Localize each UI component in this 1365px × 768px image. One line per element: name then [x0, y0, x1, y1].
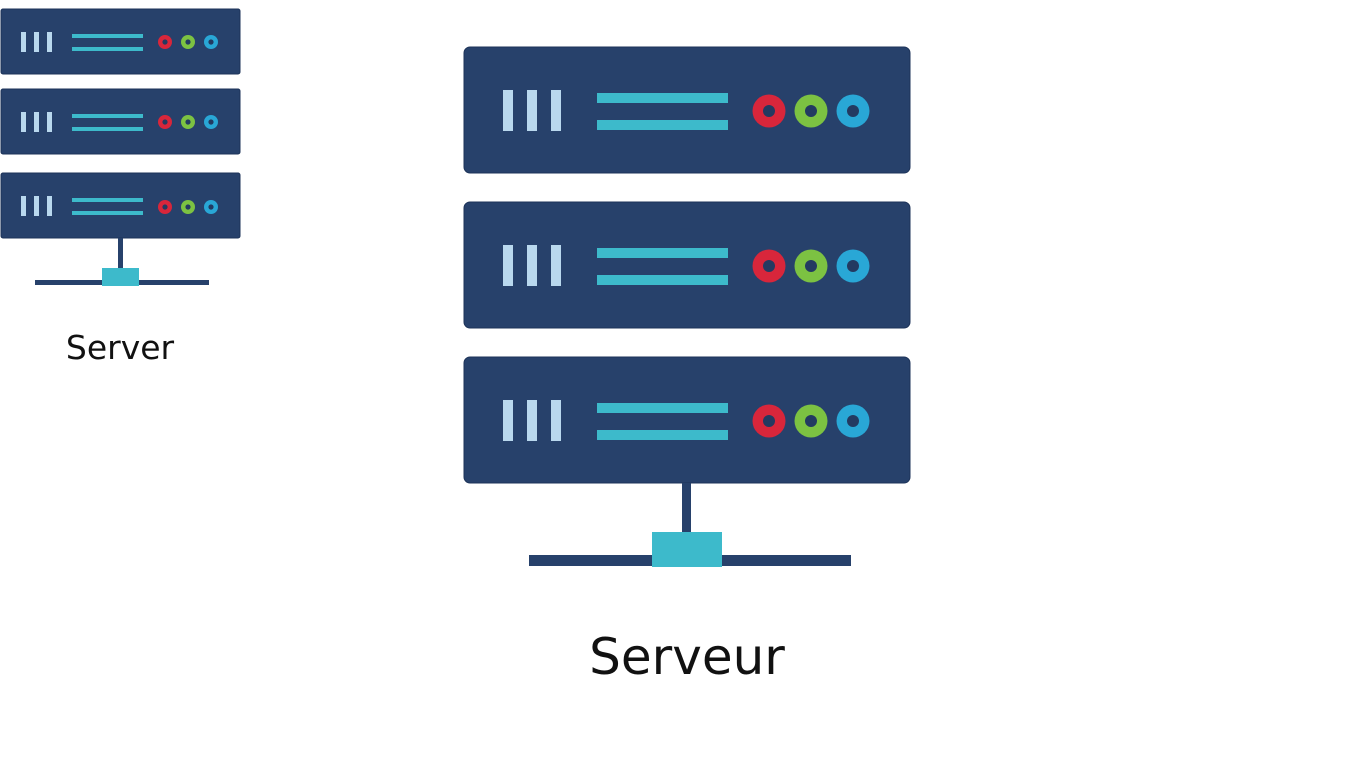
- small-server-unit-1: [0, 8, 241, 75]
- small-server-unit-3: [0, 172, 241, 239]
- large-server-caption: Serveur: [589, 628, 785, 686]
- large-server-unit-1: [463, 46, 911, 174]
- large-server-unit-2: [463, 201, 911, 329]
- large-server-icon: [463, 46, 911, 567]
- small-server-icon: [0, 8, 241, 286]
- small-server-network-stand: [35, 238, 209, 286]
- large-server-unit-3: [463, 356, 911, 484]
- large-server-network-stand: [529, 483, 851, 567]
- small-server-caption: Server: [65, 328, 175, 367]
- small-server-unit-2: [0, 88, 241, 155]
